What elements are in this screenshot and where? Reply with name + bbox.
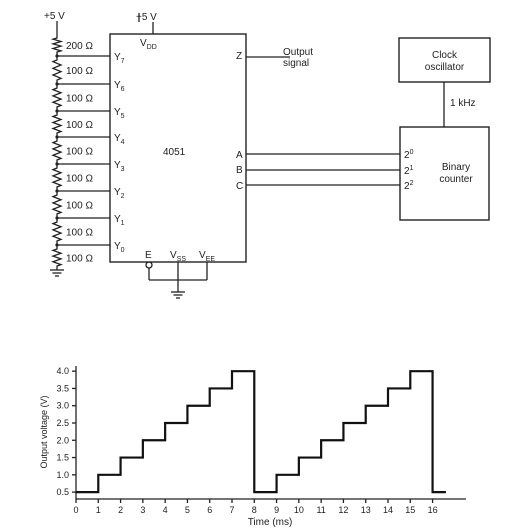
- chip-ground-symbol: [171, 291, 185, 299]
- chip-supply-label: +5 V: [136, 12, 157, 23]
- y-axis-ticks: 0.5 1.0 1.5 2.0 2.5 3.0 3.5 4.0: [56, 366, 76, 497]
- pin-label-y6: Y6: [114, 80, 125, 93]
- output-label-line2: signal: [283, 58, 309, 69]
- x-tick-label: 7: [229, 505, 234, 515]
- chip-name: 4051: [163, 147, 186, 158]
- x-tick-label: 16: [428, 505, 438, 515]
- series-output-voltage: [76, 370, 446, 494]
- schematic: +5 V 200 Ω 100 Ω 100 Ω 100 Ω 100 Ω 100 Ω 100 Ω…: [44, 11, 491, 299]
- junction-dot: [55, 109, 59, 113]
- x-tick-label: 14: [383, 505, 393, 515]
- resistor-ladder: 200 Ω 100 Ω 100 Ω 100 Ω 100 Ω 100 Ω 100 Ω 100 Ω…: [50, 34, 110, 277]
- junction-dot: [55, 189, 59, 193]
- vss-pin-label: VSS: [170, 250, 186, 263]
- y-tick-label: 3.0: [56, 401, 69, 411]
- x-tick-label: 10: [294, 505, 304, 515]
- resistor-7: [51, 191, 63, 218]
- vee-pin-label: VEE: [199, 250, 215, 263]
- resistor-value-9: 100 Ω: [66, 254, 93, 265]
- resistor-value-2: 100 Ω: [66, 66, 93, 77]
- binary-counter-box: [399, 126, 490, 221]
- pin-label-y7: Y7: [114, 52, 125, 65]
- x-axis-label: Time (ms): [248, 517, 293, 528]
- y-tick-label: 1.5: [56, 453, 69, 463]
- junction-dot: [55, 216, 59, 220]
- resistor-8: [51, 218, 63, 245]
- x-tick-label: 15: [405, 505, 415, 515]
- junction-dot: [55, 82, 59, 86]
- junction-dot: [55, 135, 59, 139]
- left-supply-label: +5 V: [44, 11, 65, 22]
- x-tick-label: 3: [140, 505, 145, 515]
- junction-dot: [55, 54, 59, 58]
- x-tick-label: 4: [163, 505, 168, 515]
- resistor-value-6: 100 Ω: [66, 174, 93, 185]
- x-tick-label: 9: [274, 505, 279, 515]
- pin-label-y5: Y5: [114, 107, 125, 120]
- counter-input-2-0: 20: [404, 149, 414, 161]
- resistor-value-8: 100 Ω: [66, 228, 93, 239]
- resistor-3: [51, 84, 63, 111]
- y-tick-label: 3.5: [56, 383, 69, 393]
- resistor-value-7: 100 Ω: [66, 201, 93, 212]
- pin-label-y3: Y3: [114, 160, 125, 173]
- counter-input-2-1: 21: [404, 165, 414, 177]
- y-tick-label: 4.0: [56, 366, 69, 376]
- pin-label-y4: Y4: [114, 133, 125, 146]
- z-pin-label: Z: [236, 51, 242, 62]
- select-pin-a: A: [236, 150, 243, 161]
- resistor-value-4: 100 Ω: [66, 120, 93, 131]
- x-tick-label: 0: [73, 505, 78, 515]
- x-tick-label: 5: [185, 505, 190, 515]
- output-label-line1: Output: [283, 47, 313, 58]
- x-tick-label: 1: [96, 505, 101, 515]
- junction-dot: [55, 162, 59, 166]
- resistor-1: [50, 34, 64, 56]
- counter-label-line2: counter: [439, 174, 473, 185]
- clock-label-line2: oscillator: [425, 62, 465, 73]
- junction-dot: [55, 243, 59, 247]
- x-tick-label: 13: [361, 505, 371, 515]
- clock-oscillator-box: [398, 37, 491, 83]
- enable-inversion-bubble: [145, 261, 153, 269]
- select-pin-c: C: [236, 181, 243, 192]
- select-pin-b: B: [236, 165, 243, 176]
- y-tick-label: 2.5: [56, 418, 69, 428]
- x-tick-label: 6: [207, 505, 212, 515]
- counter-input-2-2: 22: [404, 180, 414, 192]
- clock-label-line1: Clock: [432, 50, 458, 61]
- counter-label-line1: Binary: [442, 162, 470, 173]
- y-tick-label: 2.0: [56, 435, 69, 445]
- chip-4051: [109, 33, 247, 263]
- resistor-6: [51, 164, 63, 191]
- vdd-pin-label: VDD: [140, 38, 157, 51]
- resistor-value-5: 100 Ω: [66, 147, 93, 158]
- x-tick-label: 8: [252, 505, 257, 515]
- pin-label-y0: Y0: [114, 241, 125, 254]
- pin-label-y2: Y2: [114, 187, 125, 200]
- resistor-5: [51, 137, 63, 164]
- x-tick-label: 2: [118, 505, 123, 515]
- resistor-value-1: 200 Ω: [66, 41, 93, 52]
- y-axis-label: Output voltage (V): [39, 395, 49, 468]
- pin-label-y1: Y1: [114, 214, 125, 227]
- clock-frequency: 1 kHz: [450, 98, 476, 109]
- resistor-4: [51, 111, 63, 137]
- y-tick-label: 1.0: [56, 470, 69, 480]
- enable-pin-label: E: [145, 250, 152, 261]
- resistor-9: [51, 245, 63, 270]
- y-tick-label: 0.5: [56, 487, 69, 497]
- x-tick-label: 12: [338, 505, 348, 515]
- resistor-value-3: 100 Ω: [66, 94, 93, 105]
- x-tick-label: 11: [316, 505, 325, 515]
- resistor-2: [51, 56, 63, 84]
